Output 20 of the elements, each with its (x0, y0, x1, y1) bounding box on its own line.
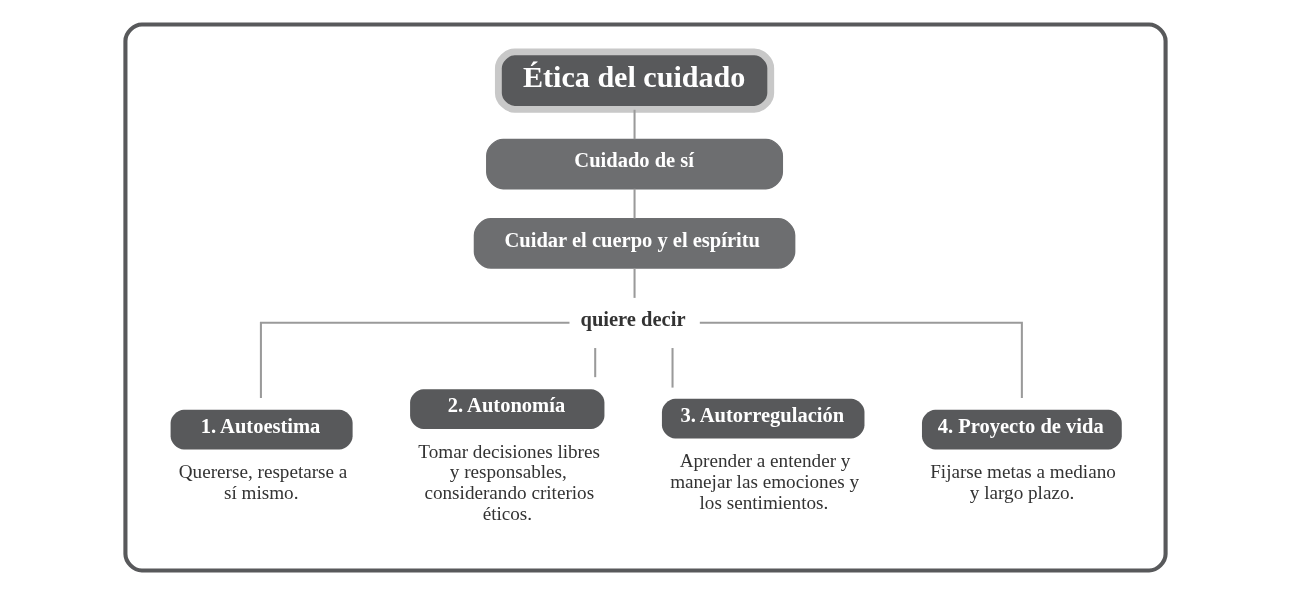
node-box: Ética del cuidado (494, 48, 774, 113)
node-box: 2. Autonomía (409, 389, 604, 429)
node-box: 3. Autorregulación (661, 398, 864, 439)
node-box: Cuidar el cuerpo y el espíritu (473, 218, 795, 269)
connector (633, 109, 636, 140)
node-text: quiere decir (579, 308, 686, 331)
connector (633, 188, 636, 219)
node-label: Quererse, respetarse a sí mismo. (178, 461, 347, 503)
node-label: Tomar decisiones libres y responsables, considerando criterios éticos. (417, 440, 600, 524)
node-label: Aprender a entender y manejar las emociones y los sentimientos. (669, 450, 859, 513)
node-box: Cuidado de sí (485, 138, 783, 190)
connector (593, 348, 596, 378)
cluster (122, 22, 1168, 573)
connector (671, 348, 674, 388)
connector (699, 321, 1023, 399)
connector (259, 321, 569, 399)
node-box: 4. Proyecto de vida (921, 409, 1122, 450)
node-box: 1. Autoestima (170, 409, 353, 450)
node-label: Fijarse metas a mediano y largo plazo. (929, 461, 1116, 503)
connector (633, 268, 636, 298)
